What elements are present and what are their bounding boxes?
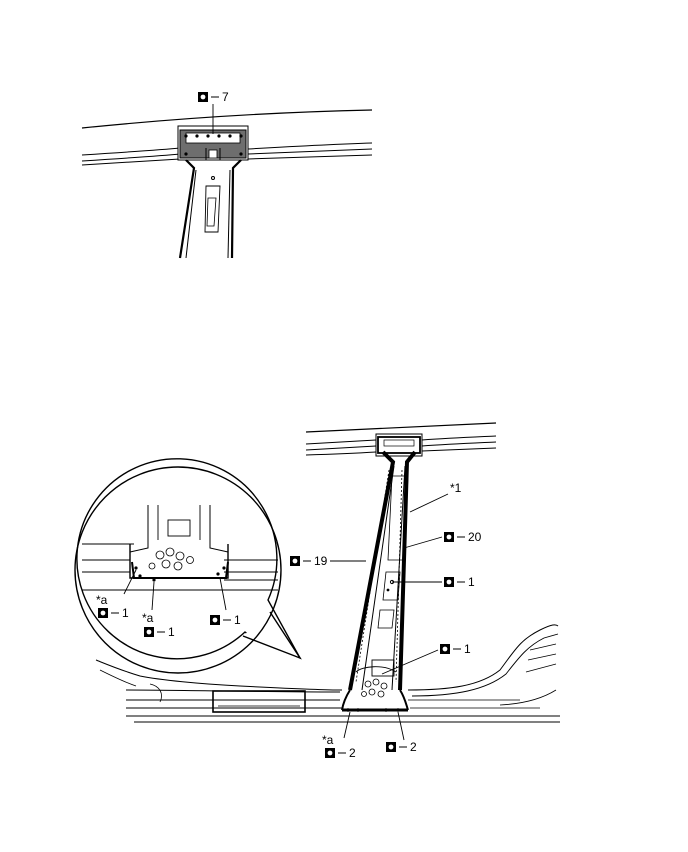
- inset-callout-mid-tag: *a: [142, 611, 154, 625]
- callout-7-label: 7: [222, 90, 229, 104]
- inset-callout-left-label: 1: [122, 606, 129, 620]
- bottom-view: [95, 422, 560, 723]
- callout-2-left-tag: *a: [322, 733, 334, 747]
- callout-19-label: 19: [314, 554, 328, 568]
- inset-magnifier: [74, 458, 302, 674]
- callout-19: 19: [290, 554, 366, 568]
- inset-callout-left: *a 1: [96, 593, 129, 620]
- callout-20: 20: [403, 530, 482, 549]
- callout-1-mid: 1: [392, 575, 475, 589]
- callout-2-left-label: 2: [349, 746, 356, 760]
- callout-1-low-label: 1: [464, 642, 471, 656]
- callout-20-label: 20: [468, 530, 482, 544]
- callout-2-right: 2: [386, 711, 417, 754]
- callout-1-low: 1: [381, 642, 471, 675]
- callout-2-right-label: 2: [410, 740, 417, 754]
- callout-2-left: *a 2: [322, 711, 356, 760]
- weld-points-inset: [134, 566, 226, 582]
- inset-callout-right: 1: [210, 613, 241, 627]
- weld-points-top: [184, 134, 243, 156]
- callout-7: 7: [198, 90, 229, 134]
- inset-callout-mid-label: 1: [168, 625, 175, 639]
- inset-source-box: [212, 690, 306, 713]
- inset-callout-left-tag: *a: [96, 593, 108, 607]
- weld-points-base: [346, 708, 400, 712]
- top-view: 7: [81, 90, 373, 259]
- callout-1-mid-label: 1: [468, 575, 475, 589]
- inset-detail-holes: [148, 547, 194, 571]
- inset-callout-mid: *a 1: [142, 611, 175, 639]
- inset-callout-right-label: 1: [234, 613, 241, 627]
- tag-1: *1: [409, 481, 462, 513]
- tag-1-label: *1: [450, 481, 462, 495]
- pillar-base-detail: [361, 678, 388, 698]
